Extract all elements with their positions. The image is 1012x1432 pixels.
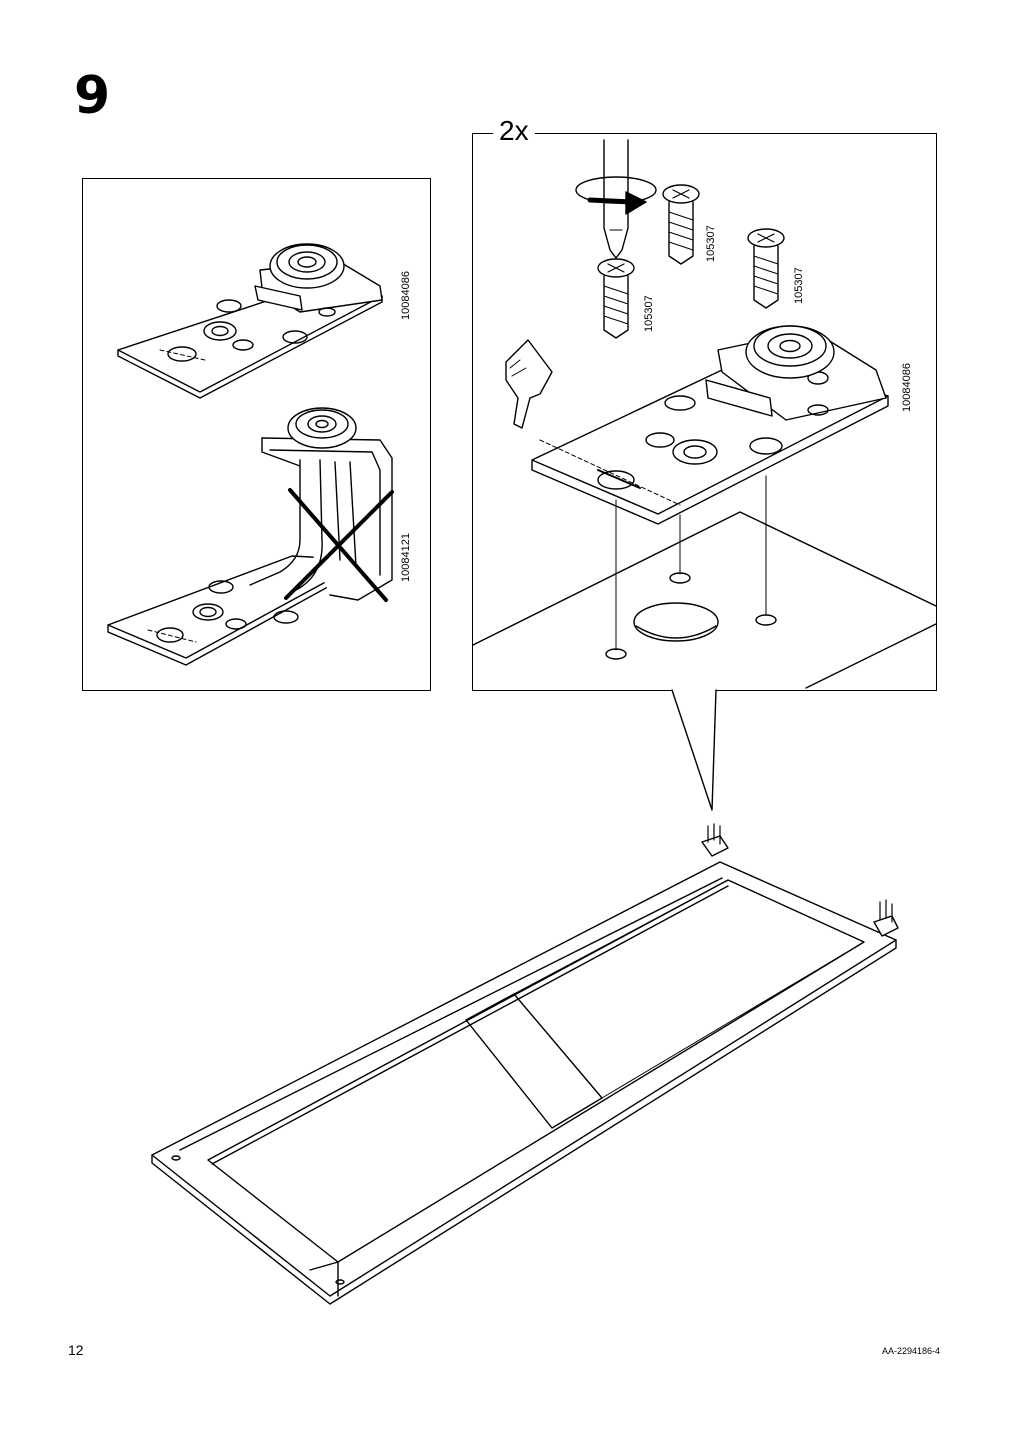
screw-icon-middle — [662, 184, 700, 265]
fitting-incorrect-article-label: 10084121 — [400, 533, 412, 582]
door-frame-drawing — [151, 823, 899, 1305]
panel-surface-drawing — [472, 475, 937, 689]
correct-fitting-drawing — [117, 243, 383, 399]
fitting-detail-article-label: 10084086 — [901, 363, 913, 412]
screw-article-label-middle: 105307 — [705, 225, 717, 262]
screw-icon-left — [597, 258, 635, 339]
screw-article-label-left: 105307 — [643, 295, 655, 332]
pointing-hand-icon — [505, 339, 553, 429]
screwdriver-icon — [575, 139, 657, 259]
screw-article-label-right: 105307 — [793, 267, 805, 304]
step-number: 9 — [74, 66, 111, 126]
detail-callout-pointer — [671, 689, 717, 811]
page-number: 12 — [68, 1342, 84, 1358]
fitting-correct-article-label: 10084086 — [400, 271, 412, 320]
document-code: AA-2294186-4 — [882, 1346, 941, 1356]
screw-icon-right — [747, 228, 785, 309]
fitting-detail-drawing — [531, 325, 889, 525]
quantity-label: 2x — [493, 114, 535, 148]
incorrect-fitting-drawing — [107, 407, 394, 666]
